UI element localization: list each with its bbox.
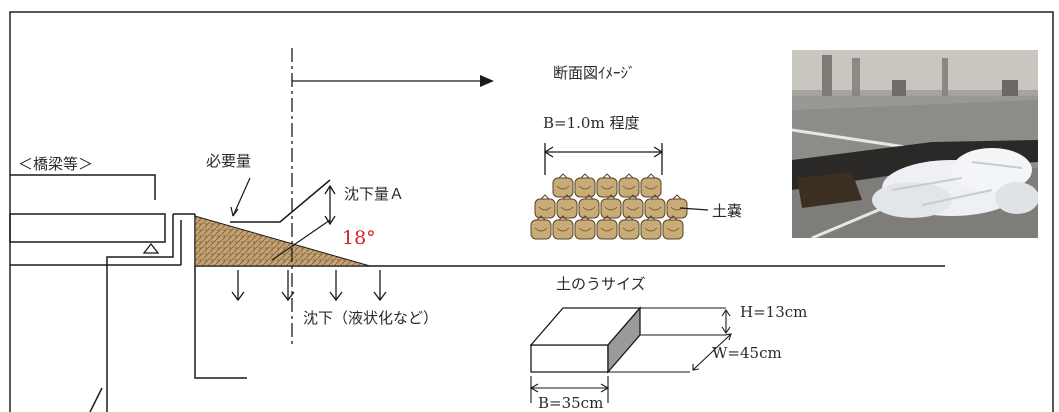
required-amount-leader <box>232 177 251 217</box>
settlement-dimension-arrow <box>324 184 336 226</box>
sandbag-10 <box>644 194 666 219</box>
soil-fill-wedge <box>194 215 371 267</box>
settlement-amount-label: 沈下量Ａ <box>344 185 405 203</box>
sandbag-5 <box>534 194 556 219</box>
site-photo <box>792 50 1038 238</box>
settlement-arrows <box>231 270 387 302</box>
sandbag-17 <box>640 215 662 240</box>
sandbag-18 <box>662 215 684 240</box>
angle-label: 18° <box>342 227 376 249</box>
sandbag-11 <box>666 194 688 219</box>
sandbag-4 <box>640 173 662 198</box>
sandbag-15 <box>596 215 618 240</box>
sandbag-3 <box>618 173 640 198</box>
bearing-triangle <box>142 242 160 254</box>
sandbag-2 <box>596 173 618 198</box>
sandbag-label: 土嚢 <box>712 202 743 220</box>
sandbag-6 <box>556 194 578 219</box>
sandbag-9 <box>622 194 644 219</box>
sandbag-13 <box>552 215 574 240</box>
bridge-label: ＜橋梁等＞ <box>18 155 94 173</box>
sandbag-14 <box>574 215 596 240</box>
road-surface-settled <box>230 179 331 223</box>
sandbag-size-title: 土のうサイズ <box>556 275 646 293</box>
sandbag-size-box <box>529 306 642 374</box>
sandbag-0 <box>552 173 574 198</box>
height-label: H=13cm <box>740 303 808 321</box>
sandbag-width-dimension <box>543 143 664 175</box>
width-label: W=45cm <box>712 344 782 362</box>
angle-line <box>271 219 331 261</box>
sandbag-size-dimensions <box>529 307 732 403</box>
settlement-cause-label: 沈下（液状化など） <box>303 309 439 327</box>
sandbag-leader <box>679 207 709 211</box>
sandbag-16 <box>618 215 640 240</box>
sandbag-stack <box>530 173 688 240</box>
sandbag-8 <box>600 194 622 219</box>
section-image-label: 断面図ｲﾒｰｼﾞ <box>553 64 636 82</box>
width-approx-label: B=1.0m 程度 <box>543 114 640 132</box>
sandbag-1 <box>574 173 596 198</box>
breadth-label: B=35cm <box>538 394 604 412</box>
sandbag-12 <box>530 215 552 240</box>
required-amount-label: 必要量 <box>206 152 252 170</box>
sandbag-7 <box>578 194 600 219</box>
